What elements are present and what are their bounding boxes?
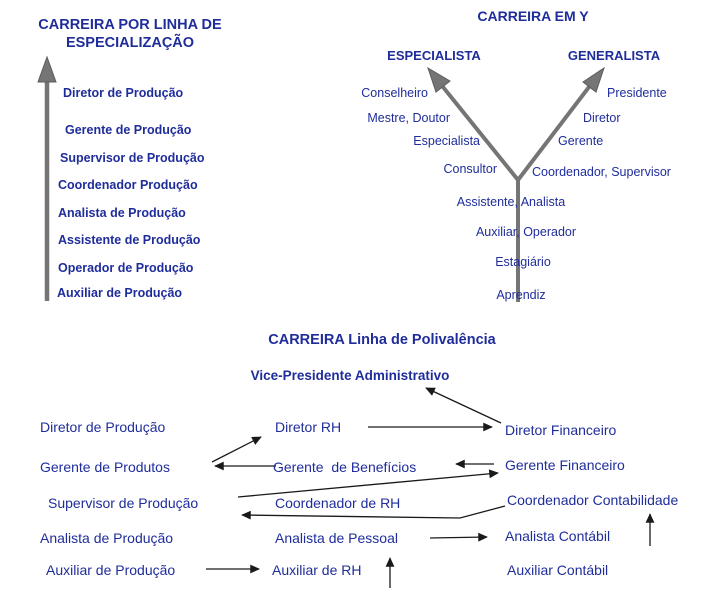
finance-role: Auxiliar Contábil xyxy=(507,562,609,578)
generalist-branch-level: Presidente xyxy=(607,86,667,100)
y-trunk-level: Auxiliar, Operador xyxy=(475,225,577,239)
production-role: Diretor de Produção xyxy=(40,419,166,435)
hr-role: Gerente de Benefícios xyxy=(273,459,417,475)
specialization-level: Operador de Produção xyxy=(58,261,194,275)
generalist-branch-level: Gerente xyxy=(558,134,604,148)
generalist-header: GENERALISTA xyxy=(567,48,661,63)
vice-presidente-role: Vice-Presidente Administrativo xyxy=(250,368,450,383)
arrow-supervisor-producao-to-gerente-financeiro xyxy=(237,469,499,498)
specialist-branch-level: Mestre, Doutor xyxy=(367,111,450,125)
hr-role: Coordenador de RH xyxy=(275,495,401,511)
specialist-header: ESPECIALISTA xyxy=(387,48,481,63)
generalist-branch-level: Coordenador, Supervisor xyxy=(532,165,671,179)
generalist-branch-level: Diretor xyxy=(583,111,621,125)
arrow-analista-pessoal-to-analista-contabil xyxy=(429,532,488,542)
production-role: Analista de Produção xyxy=(40,530,174,546)
hr-role: Analista de Pessoal xyxy=(275,530,398,546)
arrow-coordenador-contabilidade-to-supervisor-producao xyxy=(241,505,506,520)
specialist-branch-level: Conselheiro xyxy=(361,86,428,100)
finance-role: Coordenador Contabilidade xyxy=(507,492,679,508)
finance-role: Diretor Financeiro xyxy=(505,422,617,438)
specialization-level: Assistente de Produção xyxy=(58,233,201,247)
production-role: Gerente de Produtos xyxy=(40,459,170,475)
y-career-title: CARREIRA EM Y xyxy=(477,8,589,24)
y-right-branch-arrow-icon xyxy=(516,66,605,182)
arrow-diretor-financeiro-to-vice-presidente xyxy=(425,387,502,424)
y-trunk-level: Aprendiz xyxy=(496,288,546,302)
specialist-branch-level: Especialista xyxy=(413,134,480,148)
specialization-level: Gerente de Produção xyxy=(65,123,192,137)
specialization-title: CARREIRA POR LINHA DE ESPECIALIZAÇÃO xyxy=(38,17,222,51)
specialization-level: Supervisor de Produção xyxy=(60,151,205,165)
arrow-gerente-produtos-to-diretor-rh xyxy=(211,436,262,463)
production-role: Auxiliar de Produção xyxy=(46,562,176,578)
finance-role: Gerente Financeiro xyxy=(505,457,625,473)
y-trunk-level: Estagiário xyxy=(495,255,551,269)
specialization-level: Analista de Produção xyxy=(58,206,186,220)
hr-role: Diretor RH xyxy=(275,419,342,435)
finance-role: Analista Contábil xyxy=(505,528,611,544)
specialization-level: Diretor de Produção xyxy=(63,86,184,100)
specialization-level: Auxiliar de Produção xyxy=(57,286,183,300)
specialization-up-arrow-icon xyxy=(37,55,57,301)
y-left-branch-arrow-icon xyxy=(427,66,520,182)
specialist-branch-level: Consultor xyxy=(443,162,498,176)
production-role: Supervisor de Produção xyxy=(48,495,199,511)
polyvalence-title: CARREIRA Linha de Polivalência xyxy=(268,332,496,348)
y-trunk-level: Assistente, Analista xyxy=(456,195,566,209)
hr-role: Auxiliar de RH xyxy=(272,562,362,578)
specialization-level: Coordenador Produção xyxy=(58,178,198,192)
